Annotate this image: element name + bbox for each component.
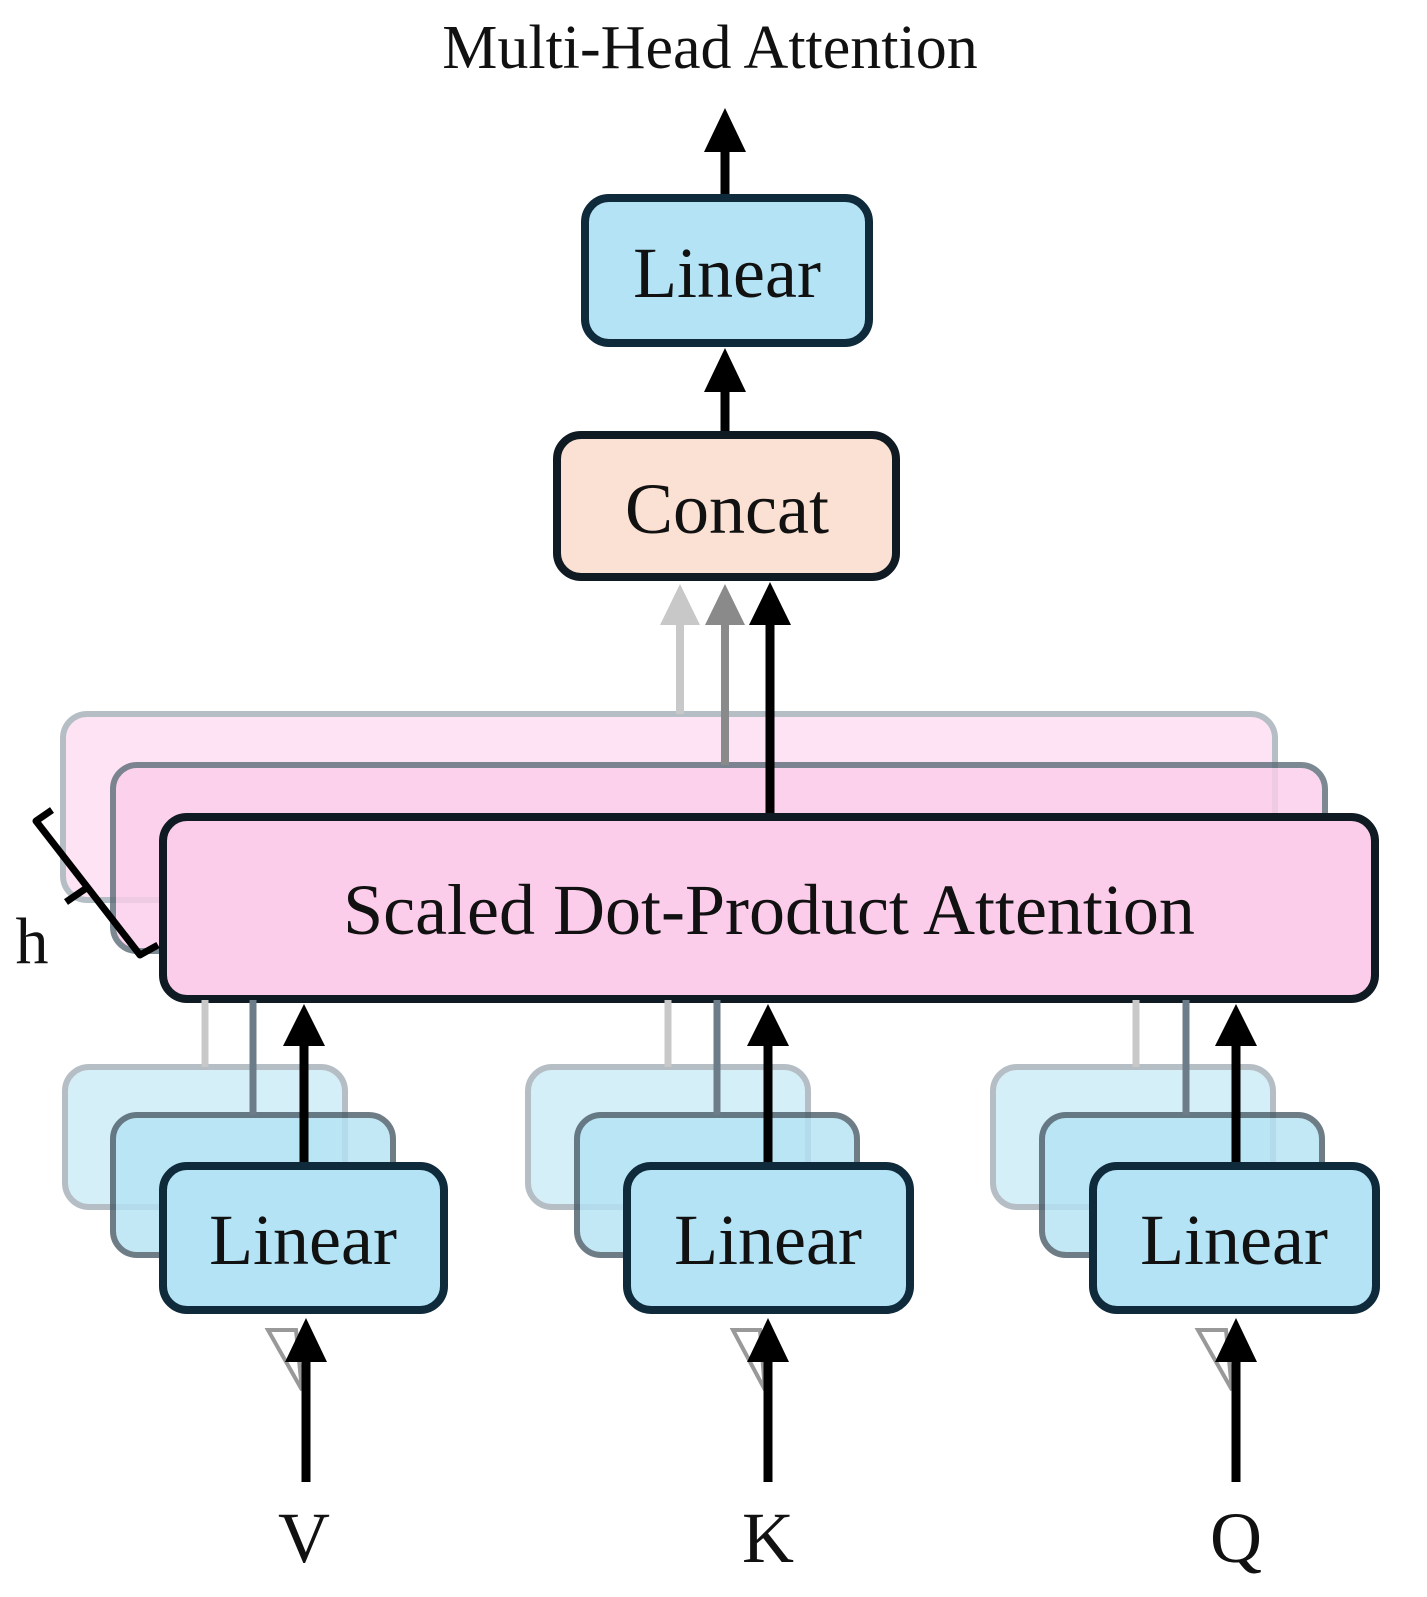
linear-v-label: Linear [209, 1200, 397, 1280]
output-linear-block: Linear [581, 194, 873, 347]
input-k-label: K [742, 1498, 794, 1578]
output-linear-label: Linear [633, 233, 821, 313]
heads-label: h [16, 905, 49, 978]
concat-label: Concat [625, 469, 829, 549]
attention-to-concat-arrow-3 [660, 584, 700, 714]
attention-to-concat-arrow-1 [749, 582, 791, 815]
concat-to-linear-arrow [704, 348, 746, 433]
input-v-label: V [278, 1498, 330, 1578]
diagram-title: Multi-Head Attention [442, 14, 978, 82]
heads-brace [32, 807, 160, 959]
output-arrow [704, 108, 746, 196]
linear-k-to-attention-arrow [747, 1004, 789, 1166]
concat-block: Concat [553, 431, 900, 581]
attention-label: Scaled Dot-Product Attention [343, 870, 1195, 950]
attention-block: Scaled Dot-Product Attention [159, 813, 1379, 1003]
linear-k-block: Linear [623, 1162, 914, 1314]
linear-q-label: Linear [1140, 1200, 1328, 1280]
linear-v-to-attention-arrow [283, 1004, 325, 1166]
linear-v-block: Linear [159, 1162, 448, 1314]
linear-q-block: Linear [1089, 1162, 1380, 1314]
attention-to-concat-arrow-2 [705, 584, 745, 765]
input-q-label: Q [1210, 1498, 1262, 1578]
input-k-arrow [747, 1318, 789, 1482]
input-q-arrow [1215, 1318, 1257, 1482]
linear-k-label: Linear [674, 1200, 862, 1280]
linear-q-to-attention-arrow [1215, 1004, 1257, 1166]
input-v-arrow [285, 1318, 327, 1482]
